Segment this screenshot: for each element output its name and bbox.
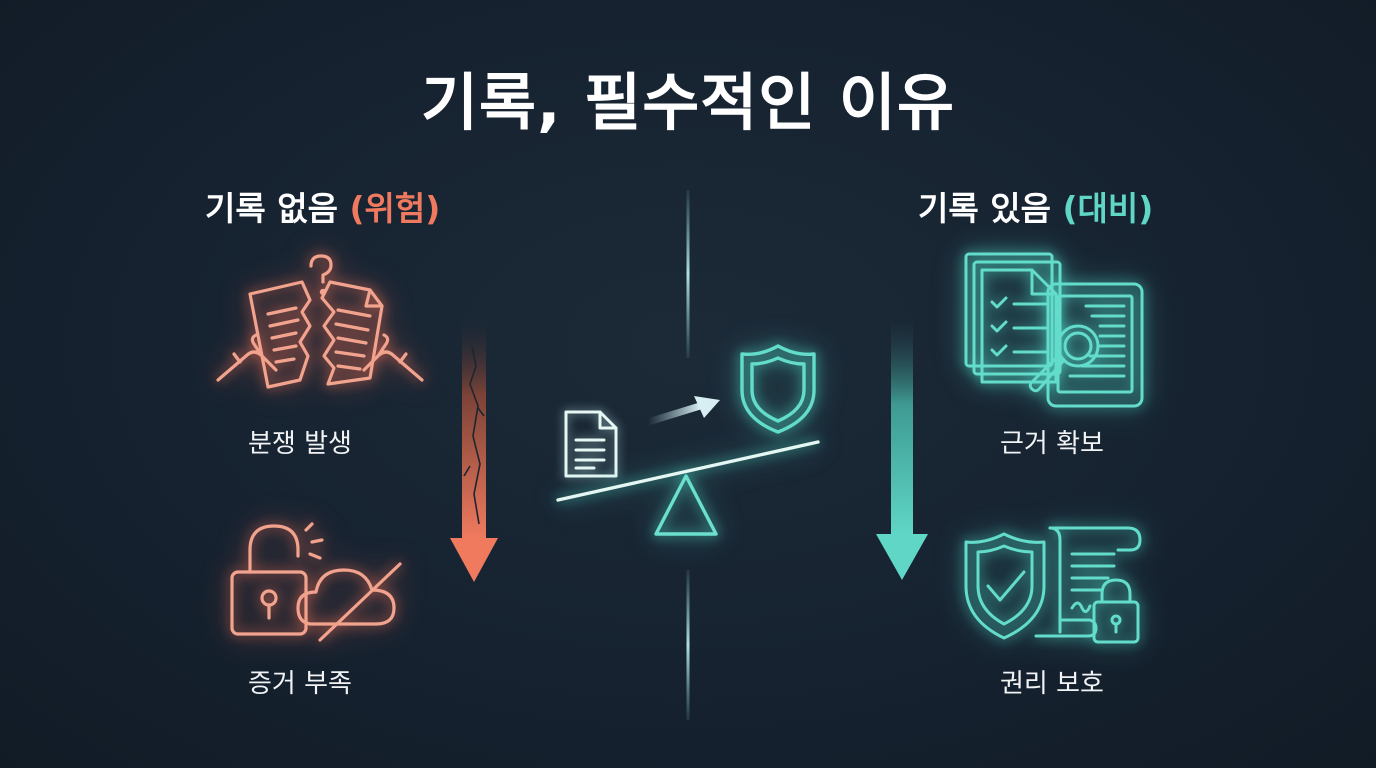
document-icon bbox=[562, 408, 620, 480]
right-heading-text: 기록 있음 bbox=[918, 189, 1051, 228]
downward-protection-arrow-icon bbox=[874, 318, 930, 582]
balance-scale-icon bbox=[552, 434, 824, 540]
center-divider-top bbox=[684, 190, 692, 358]
shield-icon bbox=[738, 342, 818, 436]
shield-check-contract-lock-icon bbox=[962, 524, 1146, 650]
documents-magnifier-icon bbox=[960, 250, 1146, 408]
page-title: 기록, 필수적인 이유 bbox=[420, 66, 956, 139]
downward-risk-arrow-icon bbox=[448, 316, 500, 584]
torn-document-icon bbox=[210, 252, 430, 402]
unlocked-padlock-crossed-cloud-icon bbox=[228, 520, 414, 642]
left-column-heading: 기록 없음 (위험) bbox=[205, 182, 440, 230]
left-heading-tag: (위험) bbox=[349, 189, 441, 228]
item-label-dispute: 분쟁 발생 bbox=[248, 429, 352, 459]
right-heading-tag: (대비) bbox=[1062, 189, 1154, 228]
left-heading-text: 기록 없음 bbox=[205, 189, 338, 228]
item-label-lack-of-evidence: 증거 부족 bbox=[248, 669, 352, 699]
center-divider-bottom bbox=[684, 570, 692, 720]
arrow-right-icon bbox=[644, 392, 724, 428]
right-column-heading: 기록 있음 (대비) bbox=[918, 182, 1153, 230]
item-label-rights-protection: 권리 보호 bbox=[1000, 669, 1104, 699]
item-label-secure-basis: 근거 확보 bbox=[1000, 429, 1104, 459]
